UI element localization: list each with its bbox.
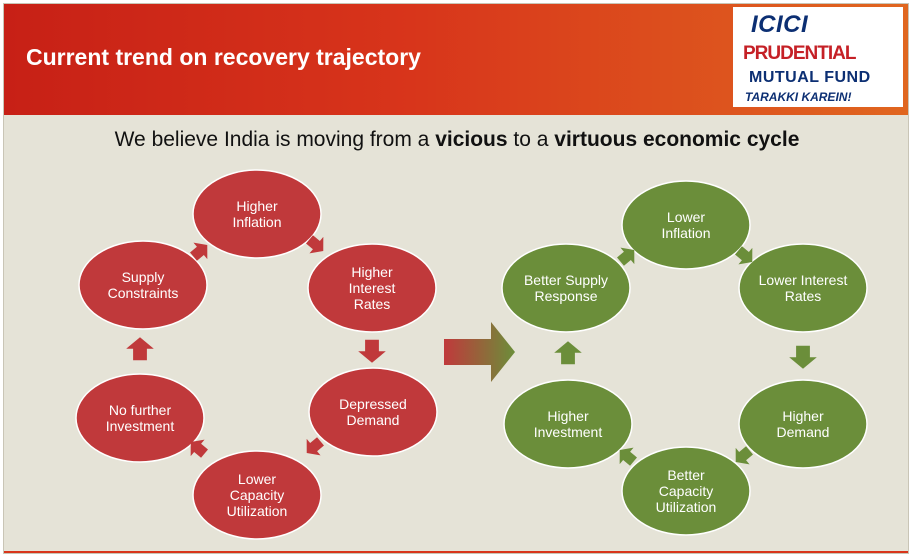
footer-rule — [4, 551, 908, 553]
logo-tagline: TARAKKI KAREIN! — [745, 90, 852, 104]
vicious-node-shape — [75, 373, 205, 463]
virtuous-node-shape — [621, 446, 751, 536]
subtitle: We believe India is moving from a viciou… — [4, 128, 908, 152]
virtuous-node-label: Response — [534, 288, 597, 304]
subtitle-part2: to a — [507, 128, 555, 151]
vicious-node-label: Supply — [122, 269, 165, 285]
virtuous-node-label: Capacity — [659, 483, 713, 499]
vicious-flow-arrow — [126, 337, 154, 361]
vicious-node-label: Depressed — [339, 396, 407, 412]
vicious-node-shape — [78, 240, 208, 330]
logo-prudential: PRUDENTIAL — [743, 43, 856, 64]
transition-arrow — [444, 322, 515, 382]
virtuous-node-label: Lower — [667, 209, 705, 225]
virtuous-flow-arrow — [735, 446, 753, 465]
virtuous-node-label: Better — [667, 467, 705, 483]
logo-brand: ICICI — [751, 11, 809, 38]
vicious-flow-arrow — [306, 437, 324, 456]
slide: Current trend on recovery trajectory ICI… — [3, 3, 909, 554]
vicious-node-label: Rates — [354, 296, 391, 312]
vicious-node-label: Utilization — [227, 503, 288, 519]
virtuous-node-label: Inflation — [661, 225, 710, 241]
virtuous-node-label: Investment — [534, 424, 603, 440]
virtuous-flow-arrow — [617, 247, 635, 266]
virtuous-node-label: Higher — [782, 408, 824, 424]
vicious-node-label: Capacity — [230, 487, 284, 503]
vicious-flow-arrow — [190, 439, 208, 458]
vicious-node-label: Inflation — [232, 214, 281, 230]
vicious-node-label: Higher — [351, 264, 393, 280]
virtuous-node-label: Demand — [777, 424, 830, 440]
cycle-diagram: HigherInflationHigherInterestRatesDepres… — [75, 169, 868, 540]
page-title: Current trend on recovery trajectory — [26, 44, 421, 70]
vicious-node-label: Lower — [238, 471, 276, 487]
vicious-cycle: HigherInflationHigherInterestRatesDepres… — [75, 169, 438, 540]
vicious-flow-arrow — [306, 235, 324, 254]
virtuous-node-label: Utilization — [656, 499, 717, 515]
vicious-node-shape — [192, 450, 322, 540]
virtuous-node-label: Lower Interest — [759, 272, 848, 288]
vicious-node-label: Constraints — [108, 285, 179, 301]
company-logo: ICICI PRUDENTIAL MUTUAL FUND TARAKKI KAR… — [733, 7, 903, 107]
virtuous-flow-arrow — [789, 345, 817, 369]
virtuous-node-shape — [738, 379, 868, 469]
virtuous-node-shape — [501, 243, 631, 333]
vicious-node-label: Higher — [236, 198, 278, 214]
subtitle-part1: We believe India is moving from a — [114, 128, 436, 151]
vicious-flow-arrow — [358, 339, 386, 363]
virtuous-node-shape — [503, 379, 633, 469]
subtitle-bold1: vicious — [435, 128, 508, 151]
virtuous-node-label: Rates — [785, 288, 822, 304]
vicious-flow-arrow — [190, 242, 208, 261]
virtuous-flow-arrow — [735, 246, 753, 265]
vicious-node-shape — [308, 367, 438, 457]
virtuous-node-label: Higher — [547, 408, 589, 424]
virtuous-node-shape — [738, 243, 868, 333]
subtitle-bold2: virtuous economic cycle — [554, 128, 800, 151]
vicious-node-label: Investment — [106, 418, 175, 434]
logo-mutual-fund: MUTUAL FUND — [749, 69, 871, 86]
virtuous-node-shape — [621, 180, 751, 270]
virtuous-flow-arrow — [619, 447, 637, 466]
virtuous-flow-arrow — [554, 341, 582, 365]
virtuous-node-label: Better Supply — [524, 272, 608, 288]
vicious-node-label: No further — [109, 402, 172, 418]
vicious-node-shape — [192, 169, 322, 259]
vicious-node-label: Demand — [347, 412, 400, 428]
vicious-node-shape — [307, 243, 437, 333]
vicious-node-label: Interest — [349, 280, 396, 296]
header-bar: Current trend on recovery trajectory ICI… — [4, 4, 908, 115]
